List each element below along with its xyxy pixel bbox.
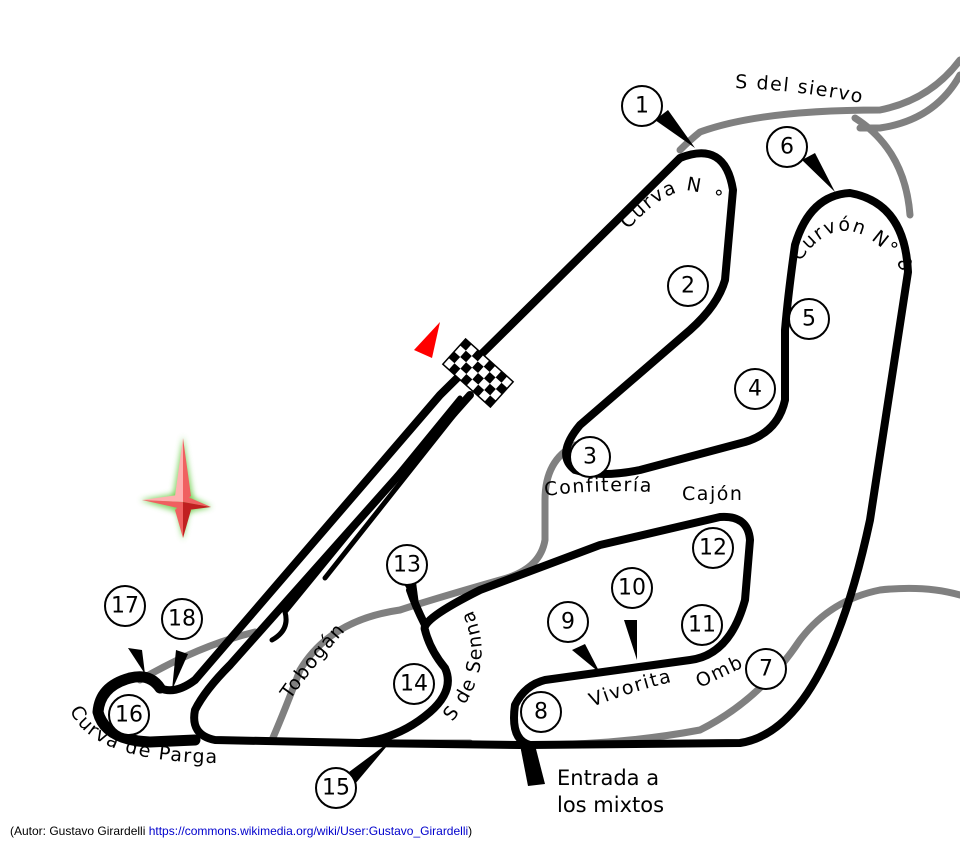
corner-5-marker: 5 [788,298,830,340]
corner-16-marker: 16 [108,694,150,736]
corner-2-marker: 2 [667,265,709,307]
svg-text:11: 11 [688,613,716,638]
corner-9-marker: 9 [547,601,589,643]
svg-text:16: 16 [115,703,143,728]
svg-text:1: 1 [635,94,649,119]
svg-text:9: 9 [561,610,575,635]
svg-text:15: 15 [322,776,350,801]
author-link[interactable]: https://commons.wikimedia.org/wiki/User:… [148,824,469,838]
svg-text:6: 6 [780,135,794,160]
corner-14-marker: 14 [393,663,435,705]
corner-15-marker: 15 [315,767,357,809]
corner-18-marker: 18 [161,598,203,640]
svg-text:8: 8 [534,700,548,725]
svg-text:3: 3 [583,445,597,470]
corner-7-marker: 7 [745,648,787,690]
label-tobogan: Tobogán [276,619,350,704]
corner-11-marker: 11 [681,604,723,646]
corner-13-marker: 13 [386,544,428,586]
main-track [92,149,912,749]
label-cajon: Cajón [682,483,743,505]
corner-4-marker: 4 [734,368,776,410]
corner-pointers [128,110,835,786]
svg-text:2: 2 [681,274,695,299]
corner-10-marker: 10 [611,567,653,609]
svg-text:17: 17 [111,594,139,619]
label-curva-n1: Curva N ° 1 [0,0,733,233]
corner-8-marker: 8 [520,691,562,733]
svg-text:4: 4 [748,377,762,402]
svg-text:18: 18 [168,607,196,632]
corner-1-marker: 1 [621,85,663,127]
start-finish-flag [441,337,515,409]
corner-12-marker: 12 [692,527,734,569]
corner-6-marker: 6 [766,126,808,168]
author-credit: (Autor: Gustavo Girardelli https://commo… [10,824,472,838]
direction-flag-icon [414,322,440,358]
svg-text:10: 10 [618,576,646,601]
label-confiteria: Confitería [543,474,653,501]
credit-prefix: (Autor: Gustavo Girardelli [10,824,149,838]
credit-suffix: ) [468,824,473,838]
svg-text:7: 7 [759,657,773,682]
svg-text:13: 13 [393,553,421,578]
svg-text:5: 5 [802,307,816,332]
corner-markers: 1 2 3 4 5 6 7 8 9 10 11 12 13 14 15 16 1… [104,85,830,809]
svg-text:12: 12 [699,536,727,561]
corner-17-marker: 17 [104,585,146,627]
compass-rose-icon [140,436,212,540]
label-s-del-siervo: S del siervo [735,71,866,108]
svg-text:14: 14 [400,672,428,697]
label-entrada-line1: Entrada a [557,766,659,790]
corner-3-marker: 3 [569,436,611,478]
label-entrada-line2: los mixtos [557,793,664,817]
